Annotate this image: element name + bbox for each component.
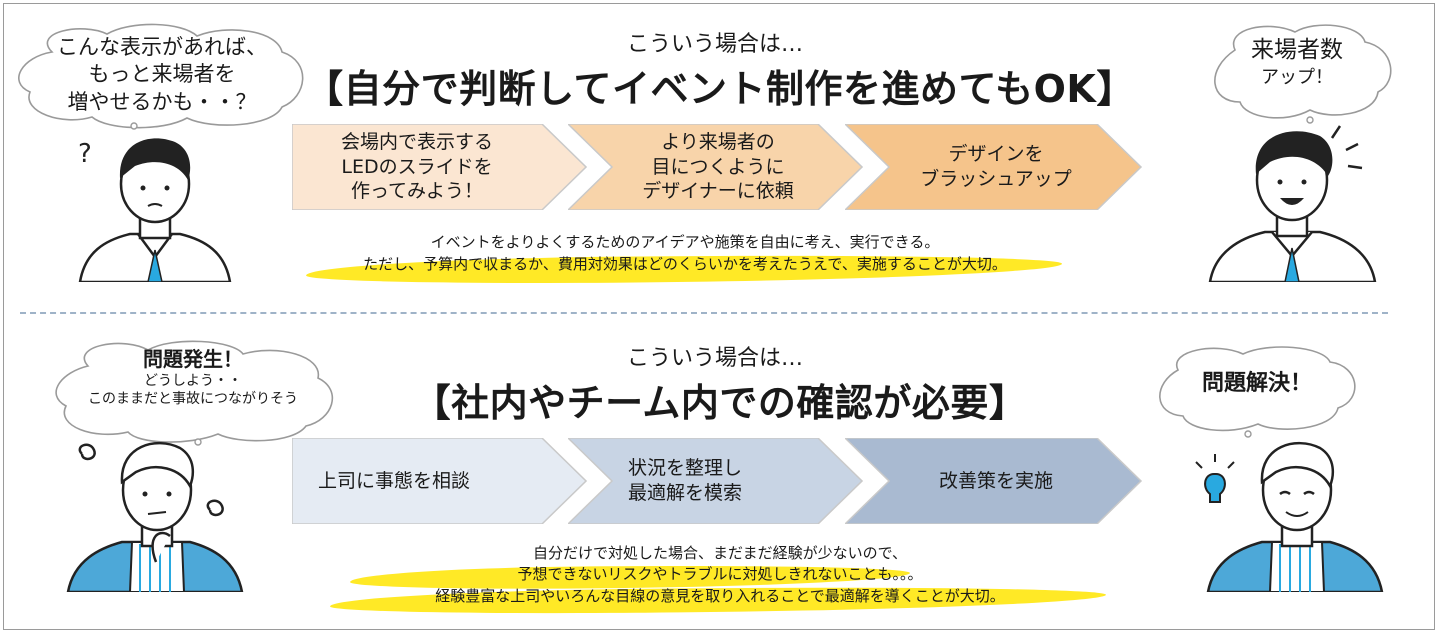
happy-man-illustration bbox=[1200, 118, 1400, 282]
bubble-line: もっと来場者を bbox=[32, 61, 292, 88]
note-line: 予想できないリスクやトラブルに対処しきれないことも。。。 bbox=[320, 564, 1120, 585]
right-bottom-bubble-text: 問題解決！ bbox=[1166, 370, 1348, 399]
left-top-bubble-text: こんな表示があれば、 もっと来場者を 増やせるかも・・？ bbox=[32, 34, 292, 116]
note-line: 経験豊富な上司やいろんな目線の意見を取り入れることで最適解を導くことが大切。 bbox=[320, 586, 1120, 607]
top-step-2-label: より来場者の 目につくように デザイナーに依頼 bbox=[608, 124, 828, 210]
bottom-step-3-label: 改善策を実施 bbox=[885, 438, 1107, 524]
section-divider bbox=[20, 312, 1388, 314]
bubble-line: アップ！ bbox=[1222, 66, 1372, 89]
bubble-line: どうしよう・・ bbox=[58, 372, 328, 390]
top-step-1-label: 会場内で表示する LEDのスライドを 作ってみよう！ bbox=[292, 124, 542, 210]
bottom-kicker: こういう場合は… bbox=[415, 340, 1015, 372]
thinking-man-illustration: ? bbox=[60, 122, 250, 282]
top-kicker: こういう場合は… bbox=[415, 26, 1015, 58]
right-top-bubble-text: 来場者数 アップ！ bbox=[1222, 36, 1372, 89]
bubble-line: 増やせるかも・・？ bbox=[32, 89, 292, 116]
bottom-step-1-label: 上司に事態を相談 bbox=[292, 438, 568, 524]
bottom-step-3: 改善策を実施 bbox=[845, 438, 1143, 524]
bubble-line: 来場者数 bbox=[1222, 36, 1372, 66]
top-note: イベントをよりよくするためのアイデアや施策を自由に考え、実行できる。 ただし、予… bbox=[300, 232, 1070, 276]
top-step-3-label: デザインを ブラッシュアップ bbox=[885, 124, 1107, 210]
top-step-3: デザインを ブラッシュアップ bbox=[845, 124, 1143, 210]
bottom-step-2-label: 状況を整理し 最適解を模索 bbox=[608, 438, 828, 524]
relieved-man-illustration bbox=[1180, 432, 1400, 592]
bottom-headline: 【社内やチーム内での確認が必要】 bbox=[295, 372, 1145, 427]
top-step-1: 会場内で表示する LEDのスライドを 作ってみよう！ bbox=[292, 124, 587, 210]
bubble-line: このままだと事故につながりそう bbox=[58, 390, 328, 408]
note-line: ただし、予算内で収まるか、費用対効果はどのくらいかを考えたうえで、実施することが… bbox=[300, 254, 1070, 276]
top-headline: 【自分で判断してイベント制作を進めてもOK】 bbox=[295, 58, 1145, 113]
bottom-step-2: 状況を整理し 最適解を模索 bbox=[568, 438, 863, 524]
top-step-2: より来場者の 目につくように デザイナーに依頼 bbox=[568, 124, 863, 210]
lightbulb-icon bbox=[1196, 454, 1234, 502]
bottom-note: 自分だけで対処した場合、まだまだ経験が少ないので、 予想できないリスクやトラブル… bbox=[320, 543, 1120, 607]
note-line: イベントをよりよくするためのアイデアや施策を自由に考え、実行できる。 bbox=[300, 232, 1070, 254]
bottom-step-1: 上司に事態を相談 bbox=[292, 438, 587, 524]
question-mark: ? bbox=[78, 139, 92, 169]
left-bottom-bubble-text: 問題発生！ どうしよう・・ このままだと事故につながりそう bbox=[58, 346, 328, 408]
note-line: 自分だけで対処した場合、まだまだ経験が少ないので、 bbox=[320, 543, 1120, 564]
bubble-title: 問題発生！ bbox=[58, 346, 328, 372]
worried-man-illustration bbox=[60, 432, 260, 592]
bubble-line: こんな表示があれば、 bbox=[32, 34, 292, 61]
